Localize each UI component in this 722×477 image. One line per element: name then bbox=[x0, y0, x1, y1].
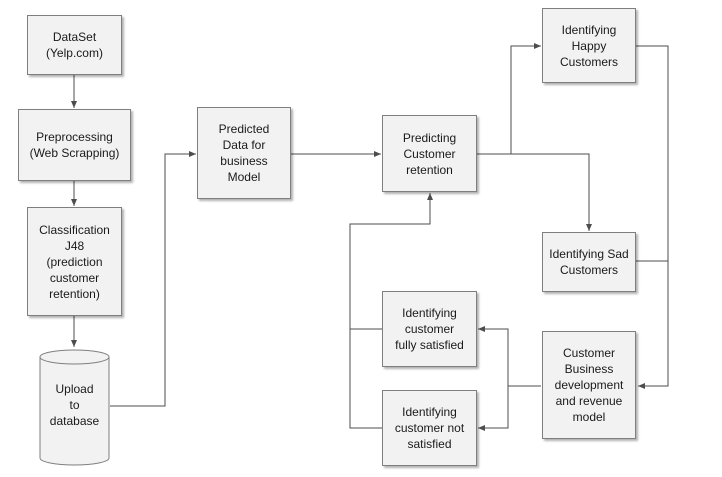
connector-retention-sad bbox=[511, 153, 592, 231]
connector-happy-business bbox=[636, 45, 669, 389]
not-satisfied-label: Identifying customer not satisfied bbox=[394, 405, 465, 451]
connector-retention-happy bbox=[477, 43, 541, 155]
happy-customers-box: Identifying Happy Customers bbox=[542, 8, 636, 83]
classification-box: Classification J48 (prediction customer … bbox=[27, 207, 122, 316]
classification-label: Classification J48 (prediction customer … bbox=[39, 222, 110, 301]
dataset-label: DataSet (Yelp.com) bbox=[46, 30, 103, 60]
database-cylinder: Upload to database bbox=[39, 349, 110, 466]
preprocessing-box: Preprocessing (Web Scrapping) bbox=[18, 109, 131, 181]
predicting-retention-box: Predicting Customer retention bbox=[382, 115, 477, 192]
business-development-box: Customer Business development and revenu… bbox=[542, 331, 636, 439]
predicting-retention-label: Predicting Customer retention bbox=[402, 130, 457, 177]
connector-not-feedback bbox=[349, 193, 433, 429]
connector-upload-predicted bbox=[110, 151, 196, 407]
happy-customers-label: Identifying Happy Customers bbox=[559, 22, 618, 69]
connector-business-fully bbox=[478, 326, 541, 387]
preprocessing-label: Preprocessing (Web Scrapping) bbox=[29, 130, 120, 160]
predicted-data-label: Predicted Data for business Model bbox=[218, 122, 270, 184]
sad-customers-box: Identifying Sad Customers bbox=[542, 232, 636, 292]
business-development-label: Customer Business development and revenu… bbox=[554, 346, 624, 424]
connector-business-not bbox=[478, 386, 509, 431]
dataset-box: DataSet (Yelp.com) bbox=[27, 15, 122, 75]
predicted-data-box: Predicted Data for business Model bbox=[197, 107, 291, 199]
fully-satisfied-label: Identifying customer fully satisfied bbox=[395, 306, 464, 352]
upload-label: Upload to database bbox=[49, 382, 100, 428]
sad-customers-label: Identifying Sad Customers bbox=[549, 247, 629, 277]
not-satisfied-box: Identifying customer not satisfied bbox=[382, 390, 477, 466]
database-icon bbox=[39, 349, 110, 466]
fully-satisfied-box: Identifying customer fully satisfied bbox=[382, 291, 477, 367]
